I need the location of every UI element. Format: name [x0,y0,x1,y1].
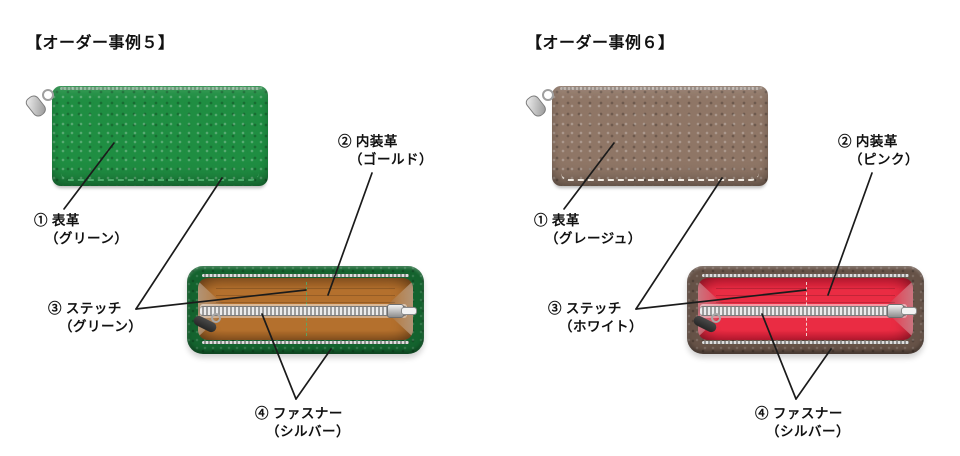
label-zipper: ④ ファスナー （シルバー） [255,405,350,441]
label-stitch: ③ ステッチ （ホワイト） [548,300,643,336]
leather-pull-ring-icon [711,313,721,323]
edge-stitching [561,169,759,181]
label-text: ① 表革 [34,213,80,228]
label-text: ③ ステッチ [48,301,122,316]
label-zipper: ④ ファスナー （シルバー） [755,405,850,441]
center-zipper [200,306,407,316]
figure-title: 【オーダー事例５】 [26,35,175,52]
label-text: ④ ファスナー [755,406,843,421]
zipper-teeth-top [702,274,909,277]
label-outer-leather: ① 表革 （グレージュ） [534,212,642,248]
open-wallet-photo [187,266,424,354]
label-color: （ゴールド） [349,152,433,167]
label-color: （ピンク） [849,152,919,167]
zipper-teeth-bottom [202,341,409,344]
label-color: （グリーン） [59,319,143,334]
label-lining-leather: ② 内装革 （ピンク） [838,133,919,169]
label-color: （グレージュ） [545,231,642,246]
zipper-pull-tab-icon [401,307,417,315]
label-text: ② 内装革 [338,134,398,149]
edge-stitching [61,169,259,181]
label-lining-leather: ② 内装革 （ゴールド） [338,133,433,169]
label-text: ③ ステッチ [548,301,622,316]
label-text: ① 表革 [534,213,580,228]
label-color: （ホワイト） [559,319,643,334]
label-text: ② 内装革 [838,134,898,149]
label-color: （シルバー） [766,424,850,439]
closed-wallet-photo [523,86,768,186]
pull-ring-icon [42,89,54,101]
pull-ring-icon [542,89,554,101]
figure-order-example-6: 【オーダー事例６】 [500,0,960,456]
figure-title: 【オーダー事例６】 [526,35,675,52]
closed-zipper-edge [60,87,260,90]
label-color: （シルバー） [266,424,350,439]
zipper-teeth-bottom [702,341,909,344]
label-outer-leather: ① 表革 （グリーン） [34,212,128,248]
zipper-pull-tab-icon [901,307,917,315]
center-zipper [700,306,907,316]
zipper-teeth-top [202,274,409,277]
closed-wallet-photo [23,86,268,186]
label-stitch: ③ ステッチ （グリーン） [48,300,142,336]
zipper-pull-icon [523,86,556,119]
figure-order-example-5: 【オーダー事例５】 [0,0,460,456]
leather-pull-ring-icon [211,313,221,323]
zipper-pull-icon [23,86,56,119]
label-color: （グリーン） [45,231,129,246]
label-text: ④ ファスナー [255,406,343,421]
closed-zipper-edge [560,87,760,90]
open-wallet-photo [687,266,924,354]
